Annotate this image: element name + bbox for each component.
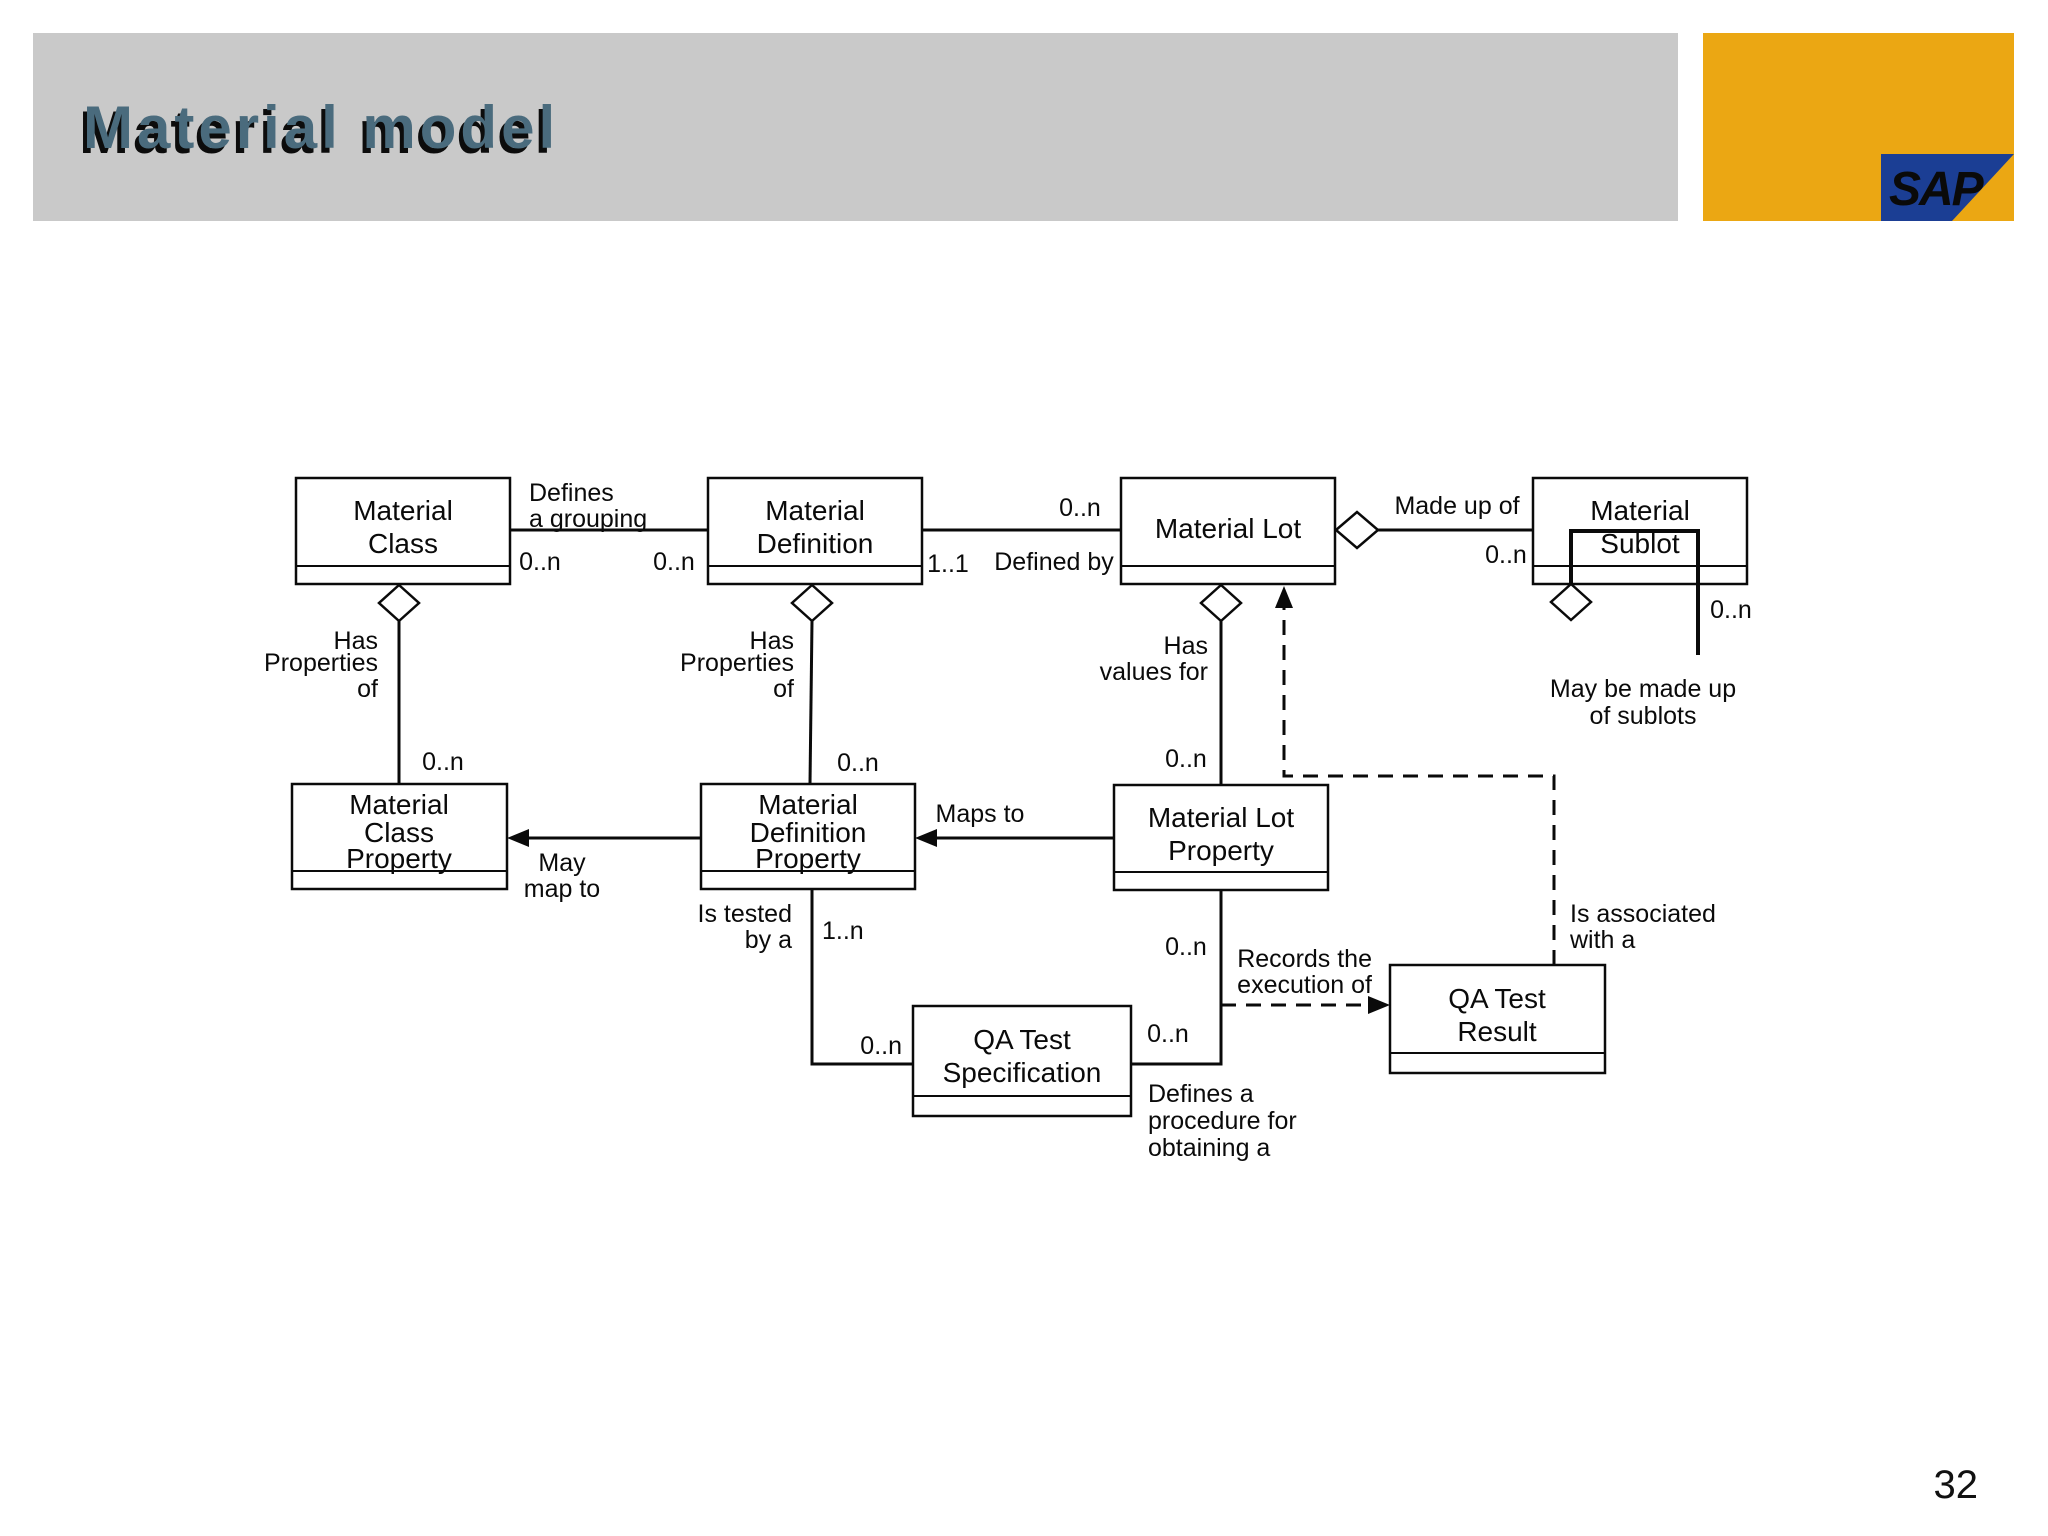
association-label: Defines	[529, 479, 614, 507]
dashed-records-execution	[1221, 996, 1390, 1014]
association-label: Records the	[1237, 945, 1372, 973]
association-label: May be made up	[1550, 675, 1736, 703]
class-box-label: Sublot	[1600, 528, 1680, 559]
class-box-label: Material	[353, 495, 453, 526]
class-box-label: Material	[765, 495, 865, 526]
class-box-label: Material	[1590, 495, 1690, 526]
association-label: Has	[750, 627, 794, 655]
multiplicity-label: 0..n	[653, 548, 695, 576]
association-label: with a	[1569, 926, 1635, 954]
association-label: Has	[334, 627, 378, 655]
class-box-label: Material	[758, 789, 858, 820]
page-number: 32	[1933, 1463, 1979, 1507]
class-box-label: Result	[1457, 1016, 1537, 1047]
multiplicity-label: 0..n	[860, 1032, 902, 1060]
class-box-material-definition-property: Material Definition Property	[699, 782, 917, 891]
association-label: by a	[745, 926, 792, 954]
arrow-may-map-to	[507, 829, 701, 847]
association-label: Is associated	[1570, 900, 1716, 928]
multiplicity-label: 0..n	[422, 748, 464, 776]
association-label: Properties	[264, 649, 378, 677]
sap-logo-shape	[1881, 154, 2014, 221]
class-box-label: Material Lot	[1155, 513, 1302, 544]
sap-logo-text: SAP	[1889, 163, 1985, 216]
class-box-label: Definition	[750, 817, 867, 848]
arrowhead-left-icon	[507, 829, 529, 847]
association-sublot-self-loop	[1569, 529, 1700, 655]
association-label: of	[773, 675, 794, 703]
association-label: obtaining a	[1148, 1134, 1270, 1162]
arrowhead-left-icon	[915, 829, 937, 847]
class-box-label: Definition	[757, 528, 874, 559]
aggregation-diamond-icon	[1334, 510, 1380, 550]
class-box-label: Property	[1168, 835, 1274, 866]
class-box-label: QA Test	[1448, 983, 1546, 1014]
class-box-material-definition: Material Definition	[706, 476, 924, 586]
class-box-material-lot-property: Material Lot Property	[1112, 783, 1330, 892]
association-label: Properties	[680, 649, 794, 677]
dashed-is-associated	[1275, 586, 1556, 965]
class-box-label: Class	[368, 528, 438, 559]
association-label: execution of	[1237, 971, 1372, 999]
class-box-qa-test-result: QA Test Result	[1388, 963, 1607, 1075]
class-box-label: Property	[346, 843, 452, 874]
page-title: Material model	[83, 93, 560, 161]
association-label: Has	[1164, 632, 1208, 660]
class-box-material-class: Material Class	[294, 476, 512, 586]
sap-logo-icon: SAP	[1881, 154, 2014, 221]
multiplicity-label: 0..n	[1165, 745, 1207, 773]
class-box-label: Material	[349, 789, 449, 820]
aggregation-diamond-icon	[1549, 582, 1593, 622]
class-box-qa-test-specification: QA Test Specification	[911, 1004, 1133, 1118]
association-lot-property-spec	[1131, 890, 1223, 1066]
multiplicity-label: 0..n	[1710, 596, 1752, 624]
multiplicity-label: 0..n	[1059, 494, 1101, 522]
aggregation-diamond-icon	[790, 583, 834, 623]
multiplicity-label: 0..n	[519, 548, 561, 576]
association-definition-properties	[808, 620, 814, 785]
association-label: values for	[1100, 658, 1208, 686]
multiplicity-label: 0..n	[1147, 1020, 1189, 1048]
association-label: Made up of	[1394, 492, 1519, 520]
class-box-label: Class	[364, 817, 434, 848]
header-bar: Material model	[33, 33, 1678, 221]
multiplicity-label: 0..n	[1165, 933, 1207, 961]
association-label: Maps to	[936, 800, 1025, 828]
association-label: Defines a	[1148, 1080, 1254, 1108]
association-label: May	[538, 849, 586, 877]
multiplicity-label: 0..n	[1485, 541, 1527, 569]
class-box-label: Specification	[943, 1057, 1102, 1088]
aggregation-diamond-icon	[377, 583, 421, 623]
association-definition-property-spec	[810, 889, 913, 1066]
multiplicity-label: 1..n	[822, 917, 864, 945]
class-box-material-class-property: Material Class Property	[290, 782, 509, 891]
arrowhead-up-icon	[1275, 586, 1293, 608]
association-label: Is tested	[698, 900, 793, 928]
arrow-maps-to	[915, 829, 1114, 847]
multiplicity-label: 1..1	[927, 550, 969, 578]
association-label: map to	[524, 875, 600, 903]
accent-block: SAP	[1703, 33, 2014, 221]
class-box-label: QA Test	[973, 1024, 1071, 1055]
class-box-label: Property	[755, 843, 861, 874]
association-label: of	[357, 675, 378, 703]
class-box-material-lot: Material Lot	[1119, 476, 1337, 586]
multiplicity-label: 0..n	[837, 749, 879, 777]
association-label: of sublots	[1589, 702, 1696, 730]
arrowhead-right-icon	[1368, 996, 1390, 1014]
association-label: a grouping	[529, 505, 647, 533]
association-label: Defined by	[994, 548, 1114, 576]
aggregation-diamond-icon	[1199, 583, 1243, 623]
class-box-label: Material Lot	[1148, 802, 1295, 833]
association-label: procedure for	[1148, 1107, 1297, 1135]
